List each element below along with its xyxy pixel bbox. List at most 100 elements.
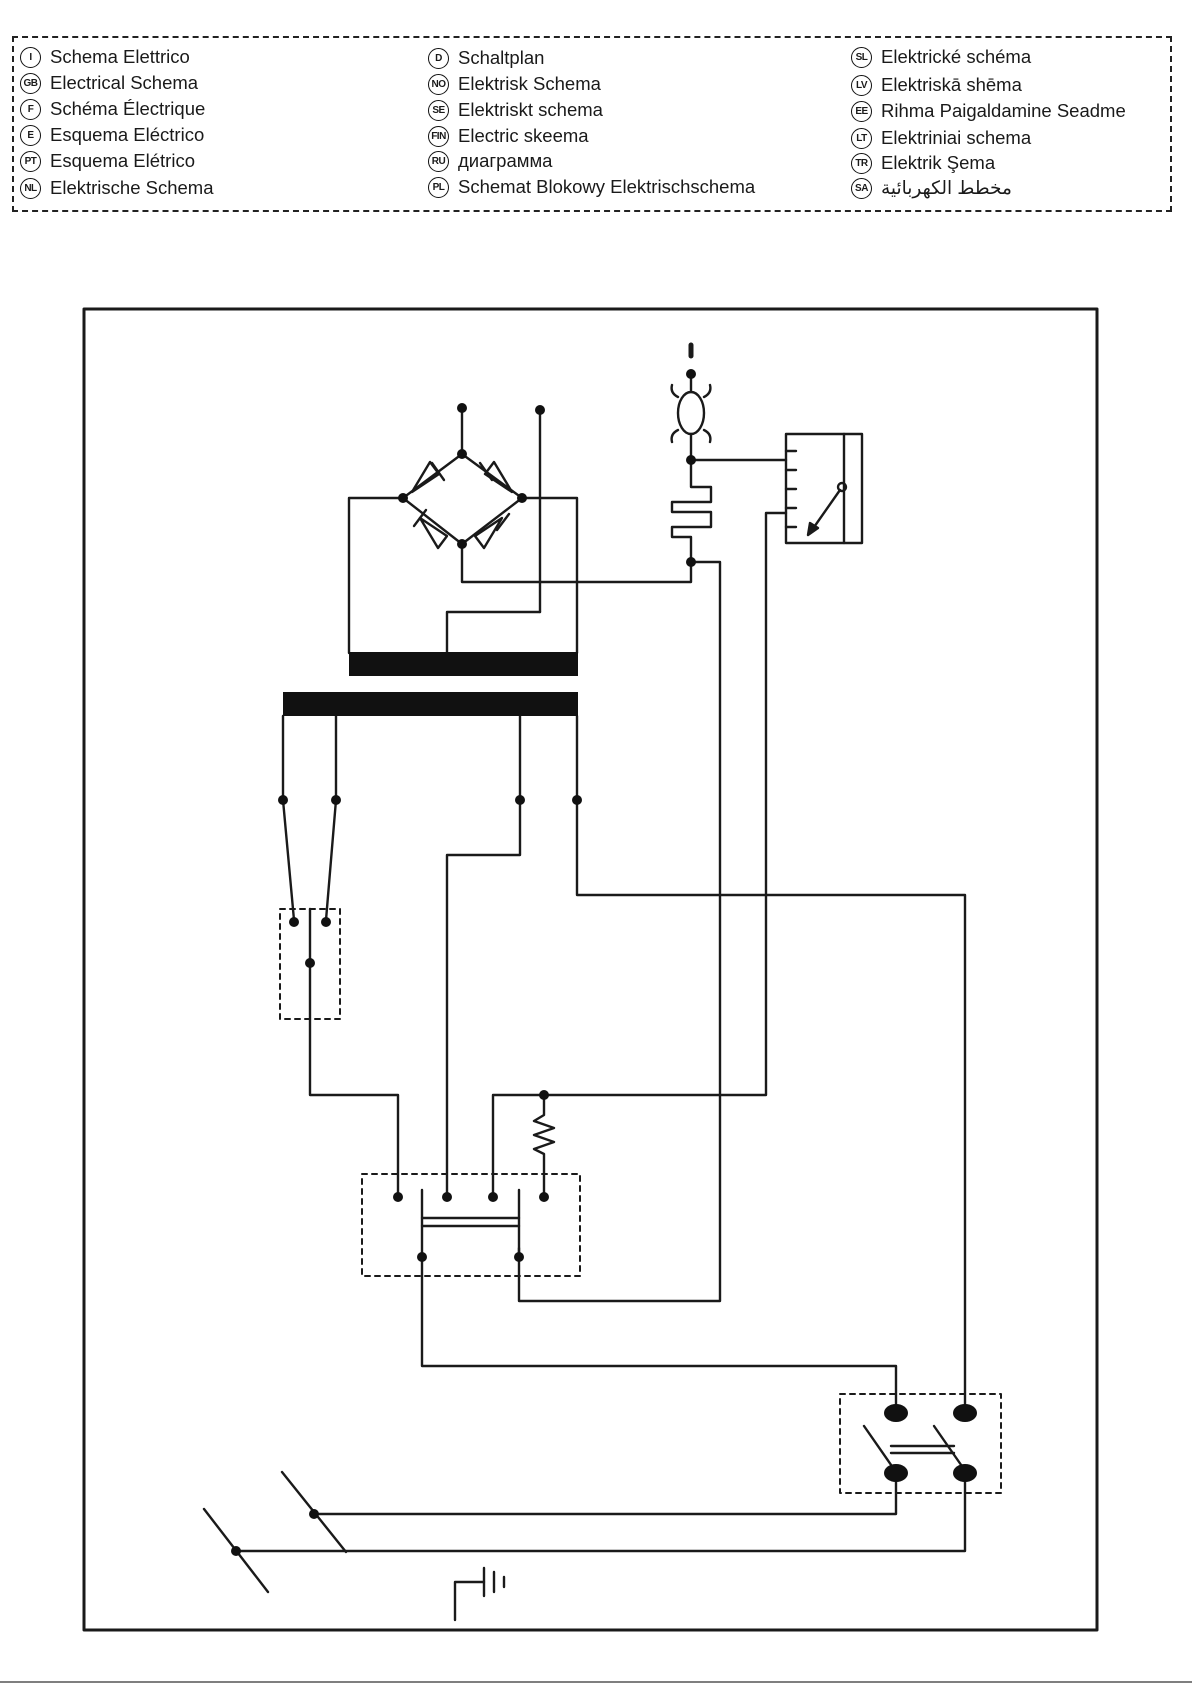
legend-item-nl: NL Elektrische Schema [20, 175, 213, 201]
legend-label: Esquema Eléctrico [50, 124, 205, 145]
junction-dot [231, 1546, 241, 1556]
wire [347, 496, 405, 655]
main-switch-box [839, 1393, 1002, 1494]
junction-dot [539, 1192, 549, 1202]
wire [308, 961, 400, 1199]
junction-dot [305, 958, 315, 968]
legend-item-d: D Schaltplan [428, 45, 544, 71]
language-badge: SL [851, 46, 872, 68]
diode-symbol [483, 460, 514, 494]
legend-item-pt: PT Esquema Elétrico [20, 148, 195, 174]
junction-dot [686, 455, 696, 465]
wire [324, 714, 338, 922]
language-badge: GB [20, 72, 41, 94]
ground-symbol [453, 1566, 506, 1622]
legend-label: Esquema Elétrico [50, 150, 195, 171]
wire [491, 1093, 550, 1199]
wire [445, 714, 522, 1199]
language-badge: NL [20, 177, 41, 199]
switch-blade [862, 1424, 898, 1474]
diode-symbol [473, 516, 504, 550]
switch-blade [932, 1424, 968, 1474]
wire [517, 560, 722, 1303]
junction-dot [442, 1192, 452, 1202]
legend-label: Elektrik Şema [881, 152, 996, 173]
legend-label: Schaltplan [458, 47, 545, 68]
legend-label: Elektriskt schema [458, 99, 603, 120]
language-badge: EE [851, 100, 872, 122]
legend-item-ru: RU диаграмма [428, 148, 552, 174]
shunt-element [670, 458, 713, 564]
fuse-holder [670, 372, 712, 462]
language-badge: FIN [428, 125, 449, 147]
language-badge: D [428, 47, 449, 69]
junction-dot [289, 917, 299, 927]
language-badge: PL [428, 176, 449, 198]
legend-label: Elektrisk Schema [458, 73, 601, 94]
junction-dot [686, 369, 696, 379]
junction-dots [231, 369, 977, 1556]
resistor [532, 1093, 556, 1199]
language-badge: E [20, 124, 41, 146]
language-badge: PT [20, 150, 41, 172]
legend-item-f: F Schéma Électrique [20, 96, 205, 122]
legend-label: Schemat Blokowy Elektrischschema [458, 176, 756, 197]
junction-dot [539, 1090, 549, 1100]
language-badge: SA [851, 177, 872, 199]
junction-dot [457, 539, 467, 549]
junction-dot [309, 1509, 319, 1519]
language-badge: RU [428, 150, 449, 172]
junction-dot [686, 557, 696, 567]
junction-dot [572, 795, 582, 805]
relay-box [361, 1173, 581, 1277]
legend-label: Elektriniai schema [881, 127, 1032, 148]
legend-label: диаграмма [458, 150, 553, 171]
legend-label: Electrical Schema [50, 72, 199, 93]
junction-dot [331, 795, 341, 805]
meter-needle-tip [806, 521, 820, 537]
switch-terminal [884, 1404, 908, 1422]
legend-item-e: E Esquema Eléctrico [20, 122, 204, 148]
diagram-frame [82, 307, 1099, 1632]
legend-label: Schéma Électrique [50, 98, 206, 119]
diode-symbol [418, 516, 449, 550]
switch-terminal [884, 1464, 908, 1482]
wire [460, 542, 693, 584]
junction-dot [517, 493, 527, 503]
transformer-secondary-bar [349, 652, 578, 676]
bridge-rectifier [401, 406, 542, 614]
legend-item-se: SE Elektriskt schema [428, 97, 603, 123]
legend-label: Elektrische Schema [50, 177, 214, 198]
junction-dot [457, 449, 467, 459]
junction-dot [321, 917, 331, 927]
ammeter [784, 432, 864, 545]
junction-dot [514, 1252, 524, 1262]
language-badge: LV [851, 74, 872, 96]
language-badge: I [20, 46, 41, 68]
language-badge: F [20, 98, 41, 120]
junction-dot [457, 403, 467, 413]
wire [520, 496, 579, 655]
language-badge: LT [851, 127, 872, 149]
language-badge: SE [428, 99, 449, 121]
legend-item-sl: SL Elektrické schéma [851, 44, 1031, 70]
wire [281, 714, 296, 922]
junction-dot [488, 1192, 498, 1202]
legend-label: Elektrické schéma [881, 46, 1032, 67]
junction-dot [278, 795, 288, 805]
legend-item-pl: PL Schemat Blokowy Elektrischschema [428, 174, 755, 200]
wire [420, 1255, 898, 1415]
junction-dot [417, 1252, 427, 1262]
transformer-primary-bar [283, 692, 578, 716]
legend-label: Schema Elettrico [50, 46, 190, 67]
legend-item-gb: GB Electrical Schema [20, 70, 198, 96]
wire [445, 610, 542, 655]
legend-label: Rihma Paigaldamine Seadme [881, 100, 1126, 121]
